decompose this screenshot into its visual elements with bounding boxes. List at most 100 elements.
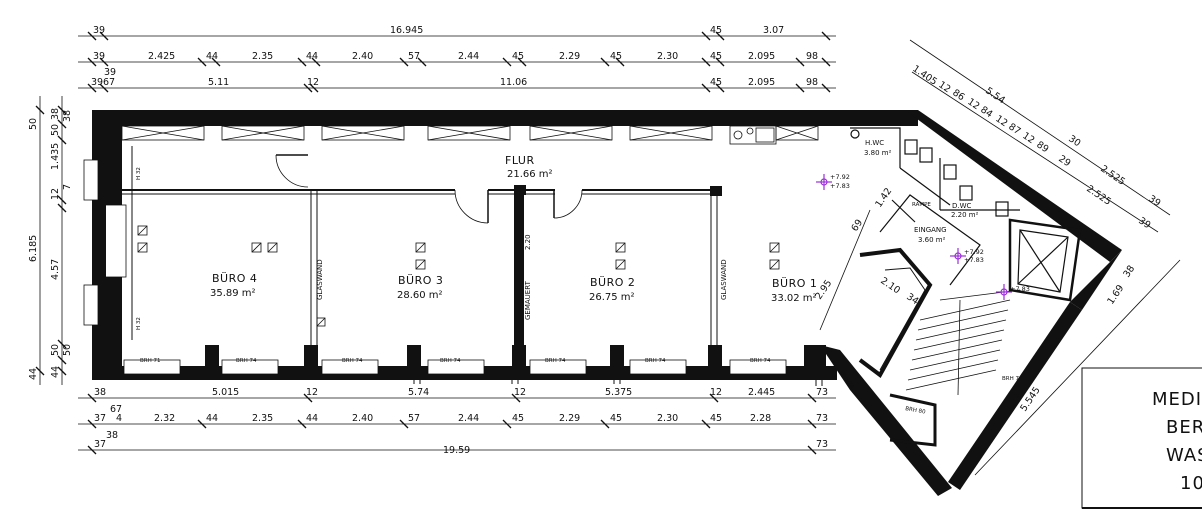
dim-label: 67 — [103, 77, 115, 88]
window-height-label: H 32 — [136, 167, 142, 180]
dim-label: 2.35 — [252, 413, 273, 424]
dim-label: 12 — [965, 96, 981, 112]
room-area-dwc: 2.20 m² — [951, 211, 979, 219]
dim-label: 39 — [93, 51, 105, 62]
level-label: +7.83 — [830, 182, 850, 190]
dim-label: 12 — [50, 188, 61, 200]
dim-label: 12 — [307, 77, 319, 88]
room-name-buero1: BÜRO 1 — [772, 277, 817, 290]
room-name-buero3: BÜRO 3 — [398, 274, 443, 287]
dim-label: 5.74 — [408, 387, 429, 398]
left-window — [83, 146, 133, 340]
sill-label: BRH 74 — [1002, 376, 1023, 382]
level-label: +7.83 — [964, 256, 984, 264]
dim-label: 38 — [106, 430, 118, 441]
dim-label: 45 — [610, 51, 622, 62]
room-name-hwc: H.WC — [865, 139, 884, 147]
sill-label: BRH 80 — [905, 406, 927, 416]
left-wall-pier — [96, 200, 106, 280]
dim-label: 2.525 — [1098, 163, 1127, 187]
dim-label: 45 — [512, 51, 524, 62]
room-area-buero1: 33.02 m² — [771, 293, 817, 304]
level-marker-icon — [996, 284, 1012, 300]
wall-label-gemauert: GEMAUERT — [524, 280, 532, 320]
dim-label: 84 — [978, 104, 994, 120]
dim-label: 50 — [62, 344, 73, 356]
dim-label: 57 — [408, 413, 420, 424]
dim-label: 2.10 — [878, 275, 902, 296]
level-marker-icon — [816, 174, 832, 190]
dim-label: 37 — [94, 413, 106, 424]
dim-label: 6.185 — [28, 235, 39, 262]
dim-label: 39 — [93, 25, 105, 36]
room-area-flur: 21.66 m² — [507, 169, 553, 180]
room-name-dwc: D.WC — [952, 202, 972, 210]
dim-label: 11.06 — [500, 77, 527, 88]
dim-label: 3.07 — [763, 25, 784, 36]
dim-label: 44 — [28, 368, 39, 380]
dim-label: 98 — [806, 51, 818, 62]
dim-label: 38 — [1121, 264, 1137, 280]
sill-label: BRH 74 — [750, 358, 771, 364]
diagonal-dimension-chains — [819, 39, 1181, 476]
room-area-buero4: 35.89 m² — [210, 288, 256, 299]
sill-label: BRH 74 — [236, 358, 257, 364]
room-name-buero2: BÜRO 2 — [590, 276, 635, 289]
room-area-buero2: 26.75 m² — [589, 292, 635, 303]
bottom-windows — [123, 359, 787, 375]
room-area-hwc: 3.80 m² — [864, 149, 892, 157]
level-markers: +7.92 +7.83 +7.92 +7.83 +7.83 — [816, 173, 1030, 300]
dim-label: 50 — [28, 118, 39, 130]
floor-markers — [413, 376, 823, 386]
dim-label: 5.015 — [212, 387, 239, 398]
dim-label: 12 — [936, 79, 952, 95]
title-line: 101 — [1180, 473, 1202, 494]
title-line: MEDIE — [1152, 389, 1202, 410]
dim-label: 2.44 — [458, 51, 479, 62]
dim-label: 45 — [710, 413, 722, 424]
dim-label: 2.40 — [352, 51, 373, 62]
interior-walls — [122, 154, 720, 347]
exterior-walls — [92, 110, 1122, 496]
dim-label: 1.42 — [873, 186, 894, 210]
sill-label: BRH 74 — [440, 358, 461, 364]
dim-label: 73 — [816, 387, 828, 398]
dim-label: 44 — [306, 413, 318, 424]
bottom-dimension-labels: 38 5.015 12 5.74 12 5.375 12 2.445 73 67… — [94, 387, 828, 456]
dim-label: 4.57 — [50, 259, 61, 280]
dim-label: 39 — [91, 77, 103, 88]
dim-label: 12 — [306, 387, 318, 398]
wall-type-labels: GLASWAND GEMAUERT 2.20 GLASWAND — [316, 234, 728, 320]
room-name-rampe: RAMPE — [912, 202, 931, 208]
dim-label: 57 — [408, 51, 420, 62]
dim-label: 38 — [62, 110, 73, 122]
wall-label-glaswand: GLASWAND — [316, 259, 324, 300]
dim-label: 2.445 — [748, 387, 775, 398]
dim-label: 1.435 — [50, 143, 61, 170]
dim-label: 39 — [1136, 215, 1152, 231]
dim-label: 38 — [50, 108, 61, 120]
dim-label: 12 — [514, 387, 526, 398]
sill-label: BRH 74 — [545, 358, 566, 364]
wall-pier — [514, 185, 526, 195]
bottom-dimension-chains — [78, 393, 836, 455]
dim-label: 44 — [206, 51, 218, 62]
dim-label: 2.29 — [559, 413, 580, 424]
dim-label: 7 — [62, 184, 73, 190]
sill-label: BRH 71 — [140, 358, 160, 364]
dim-label: 2.525 — [1084, 183, 1113, 207]
dim-label: 73 — [816, 439, 828, 450]
window-height-label: H 32 — [136, 317, 142, 330]
window-height-labels: H 32 H 32 — [136, 167, 142, 330]
dim-label: 2.095 — [748, 51, 775, 62]
dim-label: 29 — [1056, 153, 1072, 169]
title-block: MEDIE BERL WAS 101 — [1081, 367, 1202, 509]
dim-label: 16.945 — [390, 25, 423, 36]
dim-label: 2.29 — [559, 51, 580, 62]
left-dimension-labels: 50 6.185 44 38 50 38 1.435 12 7 4.57 50 … — [28, 108, 73, 380]
dim-label: 44 — [50, 366, 61, 378]
dim-label: 2.44 — [458, 413, 479, 424]
title-line: BERL — [1166, 417, 1202, 438]
wall-label-gemauert-height: 2.20 — [524, 234, 532, 250]
